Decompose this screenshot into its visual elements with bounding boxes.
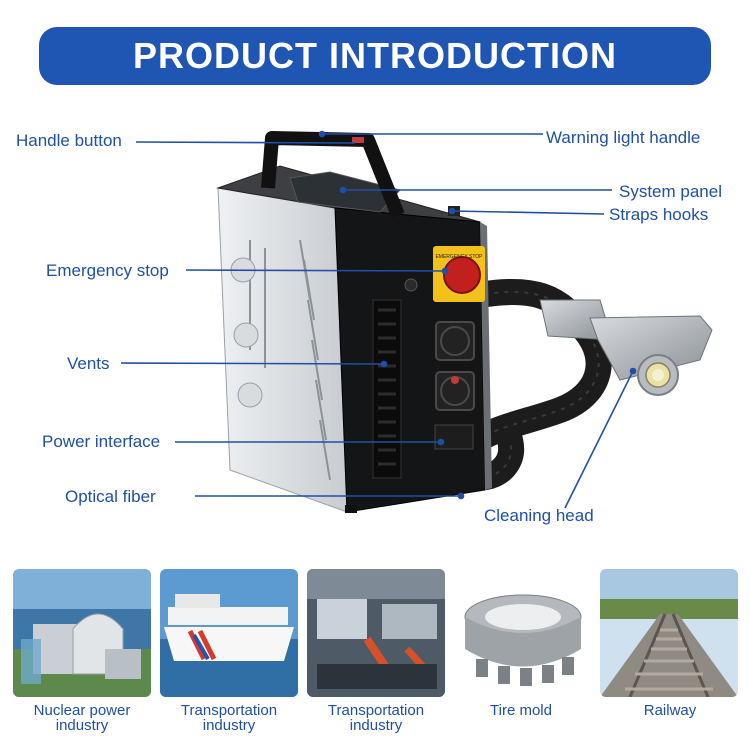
vents-label: Vents <box>67 354 110 373</box>
emergency-stop-label: Emergency stop <box>46 261 169 280</box>
car-factory-image <box>307 569 445 697</box>
warning-light-handle-label: Warning light handle <box>546 128 701 147</box>
handle <box>261 131 405 218</box>
svg-text:EMERGENCY STOP: EMERGENCY STOP <box>435 254 483 260</box>
page-title: PRODUCT INTRODUCTION <box>133 35 617 76</box>
straps-hooks-label: Straps hooks <box>609 205 709 224</box>
front-vents <box>372 299 402 479</box>
optical-fiber-label: Optical fiber <box>65 487 156 506</box>
title-banner: PRODUCT INTRODUCTION <box>39 27 711 85</box>
cleaning-head <box>539 299 713 396</box>
product-illustration: EMERGENCY STOP <box>120 130 713 513</box>
tire-mold-image <box>454 569 592 697</box>
emergency-stop-button: EMERGENCY STOP <box>433 246 485 302</box>
system-panel-label: System panel <box>619 182 722 201</box>
leader-lines <box>120 130 637 509</box>
front-fans <box>435 321 475 411</box>
power-interface-label: Power interface <box>42 432 161 451</box>
caption-tire-mold: Tire mold <box>490 702 552 719</box>
power-interface <box>434 424 474 450</box>
nuclear-power-image <box>13 569 151 697</box>
caption-railway: Railway <box>643 702 697 719</box>
cleaning-head-label: Cleaning head <box>484 506 594 525</box>
ship-image <box>160 569 298 697</box>
railway-image <box>600 569 738 697</box>
handle-button-label: Handle button <box>16 131 122 150</box>
